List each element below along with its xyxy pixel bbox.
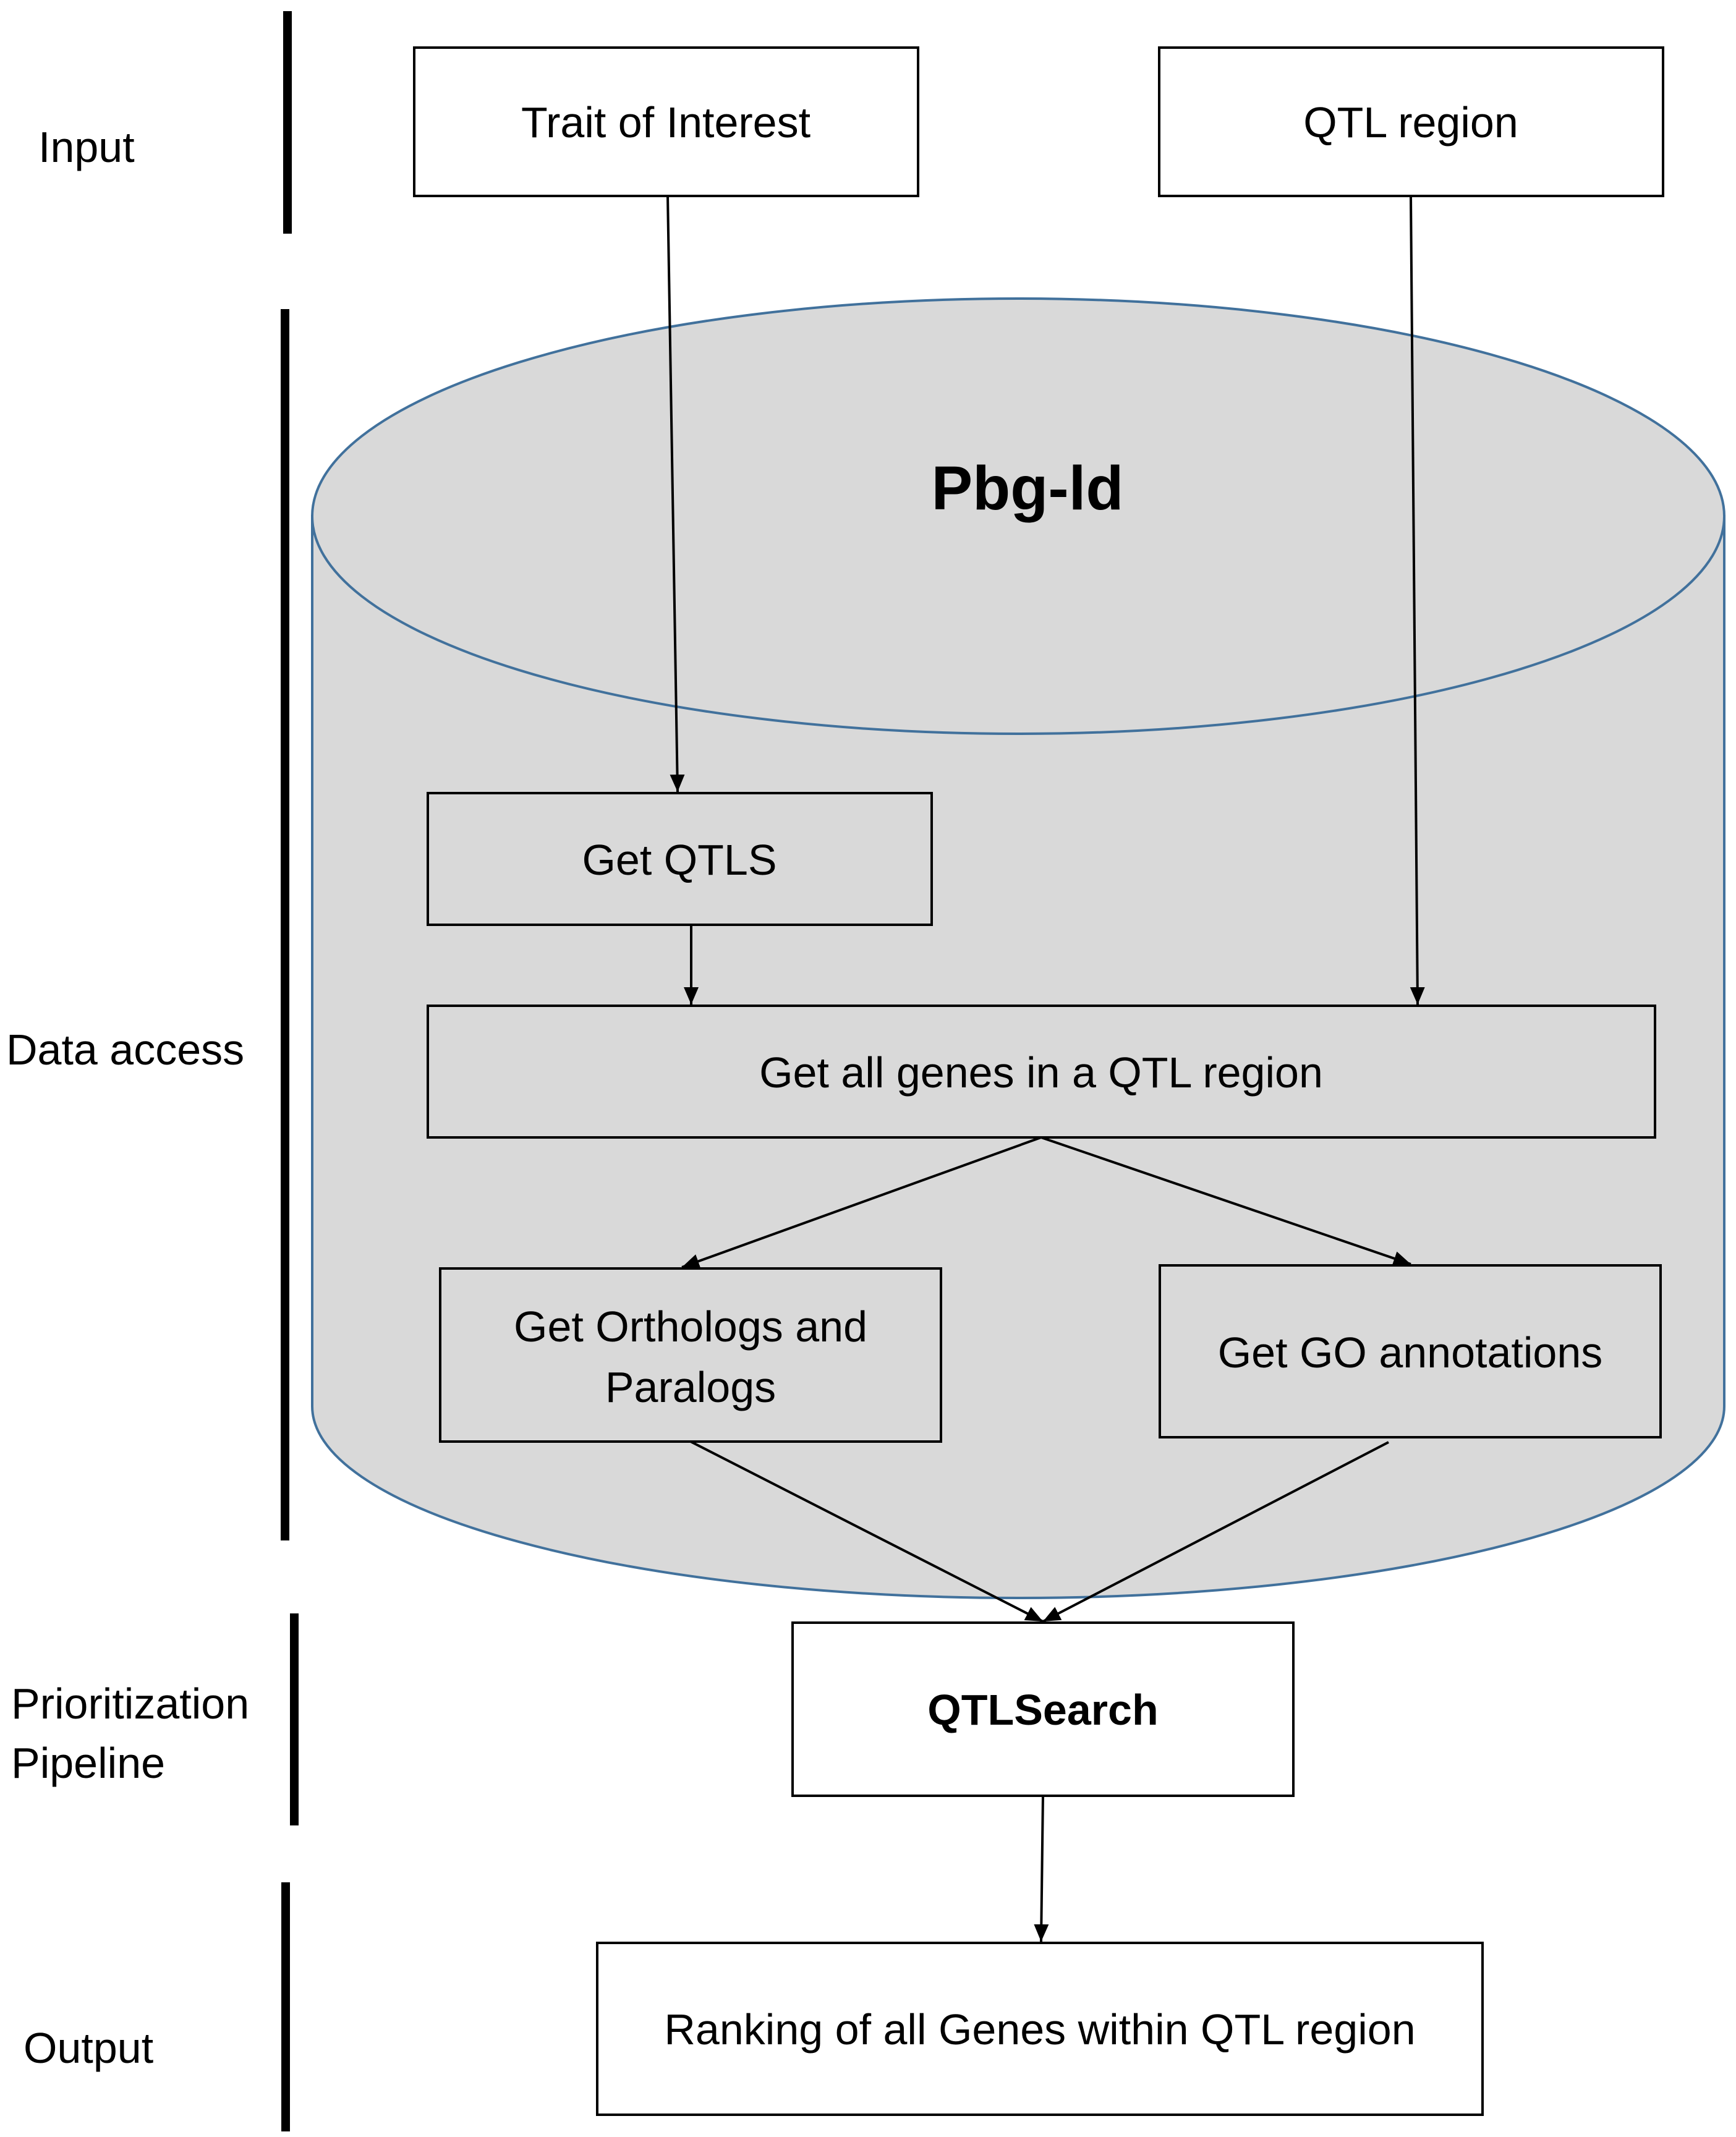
get-orthologs-label-line1: Get Orthologs and	[514, 1302, 867, 1351]
trait-of-interest-box: Trait of Interest	[413, 46, 919, 197]
connectors	[666, 195, 1425, 1942]
get-orthologs-label-line2: Paralogs	[605, 1363, 776, 1411]
ranking-box: Ranking of all Genes within QTL region	[596, 1942, 1484, 2116]
get-orthologs-box: Get Orthologs and Paralogs	[439, 1267, 942, 1443]
get-all-genes-label: Get all genes in a QTL region	[759, 1048, 1323, 1097]
get-go-annotations-label: Get GO annotations	[1218, 1328, 1603, 1377]
arrow-genes-to-go-annotations	[1040, 1136, 1411, 1266]
stage-label-output: Output	[23, 2024, 153, 2072]
get-all-genes-box: Get all genes in a QTL region	[427, 1005, 1656, 1139]
qtlsearch-label: QTLSearch	[927, 1686, 1158, 1734]
arrow-genes-to-orthologs	[681, 1136, 1042, 1268]
arrow-go-to-qtlsearch	[1042, 1441, 1389, 1623]
trait-of-interest-label: Trait of Interest	[521, 98, 811, 147]
stage-label-data-access: Data access	[6, 1026, 244, 1074]
stage-dividers	[281, 11, 299, 2131]
get-qtls-box: Get QTLS	[427, 792, 933, 926]
ranking-label: Ranking of all Genes within QTL region	[664, 2005, 1415, 2054]
qtl-region-label: QTL region	[1303, 98, 1518, 147]
stage-label-prioritization: Prioritization	[11, 1680, 249, 1728]
qtlsearch-box: QTLSearch	[791, 1621, 1295, 1797]
qtl-region-box: QTL region	[1158, 46, 1664, 197]
arrow-qtl-region-to-get-all-genes	[1410, 195, 1425, 1005]
get-go-annotations-box: Get GO annotations	[1159, 1264, 1662, 1438]
arrow-qtlsearch-to-ranking	[1034, 1795, 1049, 1942]
stage-label-input: Input	[38, 123, 135, 171]
arrow-orthologs-to-qtlsearch	[690, 1440, 1044, 1623]
stage-label-pipeline: Pipeline	[11, 1739, 165, 1787]
arrow-trait-to-get-qtls	[666, 195, 685, 792]
cylinder-top	[311, 297, 1725, 735]
database-title: Pbg-ld	[931, 454, 1123, 523]
get-qtls-label: Get QTLS	[582, 836, 777, 884]
